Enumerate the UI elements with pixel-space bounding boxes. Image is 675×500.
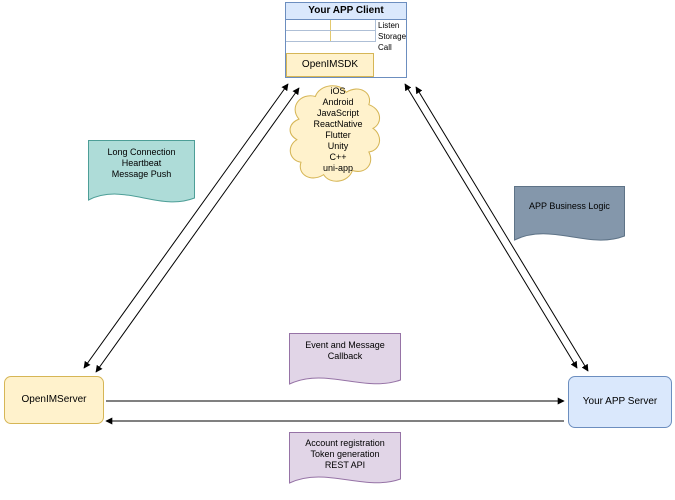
client-row-labels: Listen Storage Call: [378, 20, 407, 53]
note-business-logic-text: APP Business Logic: [514, 186, 625, 212]
note-rest-api-text: Account registration Token generation RE…: [289, 432, 401, 471]
platform-item: Unity: [327, 141, 349, 151]
platform-item: iOS: [330, 86, 346, 96]
note-event-callback: Event and Message Callback: [289, 333, 401, 395]
note-line: Heartbeat: [121, 158, 162, 168]
platform-item: ReactNative: [313, 119, 363, 129]
client-grid: [286, 20, 376, 42]
note-long-connection: Long Connection Heartbeat Message Push: [88, 140, 195, 214]
note-line: REST API: [324, 460, 366, 470]
note-rest-api: Account registration Token generation RE…: [289, 432, 401, 494]
note-line: Message Push: [111, 169, 172, 179]
client-grid-cell: [286, 20, 331, 30]
client-node: Your APP Client Listen Storage Call Open…: [285, 2, 407, 78]
note-event-callback-text: Event and Message Callback: [289, 333, 401, 362]
note-line: APP Business Logic: [529, 201, 610, 211]
client-row-label-call: Call: [378, 43, 392, 52]
platform-item: uni-app: [322, 163, 354, 173]
note-line: Long Connection: [107, 147, 176, 157]
client-grid-cell: [286, 31, 331, 41]
sdk-openimserver-arrow-2: [95, 87, 300, 373]
platform-list: iOS Android JavaScript ReactNative Flutt…: [290, 86, 386, 174]
note-line: Token generation: [310, 449, 380, 459]
platform-item: Flutter: [325, 130, 351, 140]
note-line: Event and Message: [305, 340, 385, 350]
note-shape: [289, 432, 401, 484]
platform-item: JavaScript: [316, 108, 360, 118]
note-line: Account registration: [305, 438, 385, 448]
appserver-node: Your APP Server: [568, 376, 672, 428]
client-grid-row: [286, 20, 375, 31]
client-row-label-listen: Listen: [378, 21, 400, 30]
note-line: Callback: [327, 351, 363, 361]
client-node-title: Your APP Client: [286, 3, 406, 20]
client-node-body: Listen Storage Call OpenIMSDK: [286, 20, 406, 77]
note-business-logic: APP Business Logic: [514, 186, 625, 252]
platform-item: Android: [322, 97, 354, 107]
client-grid-row: [286, 31, 375, 42]
sdk-openimserver-arrow-1: [83, 83, 289, 369]
note-long-connection-text: Long Connection Heartbeat Message Push: [88, 140, 195, 180]
note-shape: [289, 333, 401, 385]
openimsdk-node: OpenIMSDK: [286, 53, 374, 77]
client-row-label-storage: Storage: [378, 32, 407, 41]
openimserver-node: OpenIMServer: [4, 376, 104, 424]
platform-item: C++: [329, 152, 347, 162]
